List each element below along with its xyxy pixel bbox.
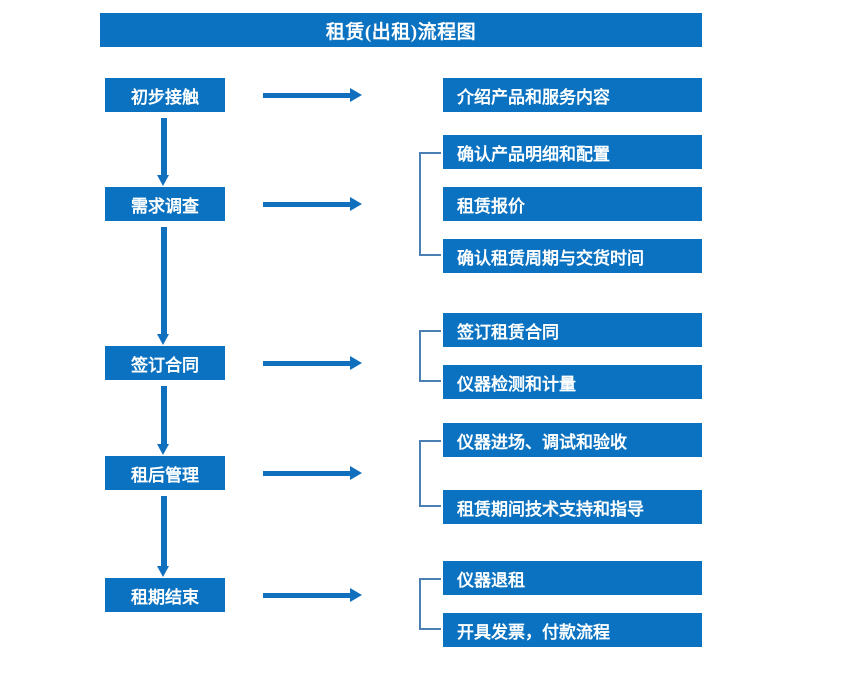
right-arrow-icon-sign-contract (263, 356, 362, 370)
stage-box-initial-contact[interactable]: 初步接触 (105, 78, 225, 112)
down-arrow-icon-contract-to-management (157, 386, 170, 455)
right-arrow-icon-post-rental-management (263, 466, 362, 480)
stage-box-post-rental-management[interactable]: 租后管理 (105, 456, 225, 490)
detail-box-instrument-return[interactable]: 仪器退租 (443, 561, 702, 595)
page-title: 租赁(出租)流程图 (100, 13, 702, 47)
detail-box-confirm-rental-period[interactable]: 确认租赁周期与交货时间 (443, 239, 702, 273)
group-bracket-needs-survey (419, 152, 441, 256)
stage-box-rental-end[interactable]: 租期结束 (105, 578, 225, 612)
stage-box-sign-contract[interactable]: 签订合同 (105, 346, 225, 380)
right-arrow-icon-initial-contact (263, 88, 362, 102)
down-arrow-icon-needs-to-contract (157, 227, 170, 345)
detail-box-invoice-payment[interactable]: 开具发票，付款流程 (443, 613, 702, 647)
detail-box-instrument-installation[interactable]: 仪器进场、调试和验收 (443, 423, 702, 457)
detail-box-sign-rental-contract[interactable]: 签订租赁合同 (443, 313, 702, 347)
group-bracket-rental-end (419, 578, 441, 630)
detail-box-instrument-inspection[interactable]: 仪器检测和计量 (443, 365, 702, 399)
down-arrow-icon-initial-to-needs (157, 118, 170, 186)
down-arrow-icon-management-to-end (157, 496, 170, 577)
detail-box-technical-support[interactable]: 租赁期间技术支持和指导 (443, 490, 702, 524)
detail-box-rental-quotation[interactable]: 租赁报价 (443, 187, 702, 221)
stage-box-needs-survey[interactable]: 需求调查 (105, 187, 225, 221)
right-arrow-icon-rental-end (263, 588, 362, 602)
group-bracket-post-rental-management (419, 440, 441, 507)
detail-box-confirm-product-details[interactable]: 确认产品明细和配置 (443, 135, 702, 169)
detail-box-introduce-products[interactable]: 介绍产品和服务内容 (443, 78, 702, 112)
group-bracket-sign-contract (419, 330, 441, 382)
right-arrow-icon-needs-survey (263, 197, 362, 211)
